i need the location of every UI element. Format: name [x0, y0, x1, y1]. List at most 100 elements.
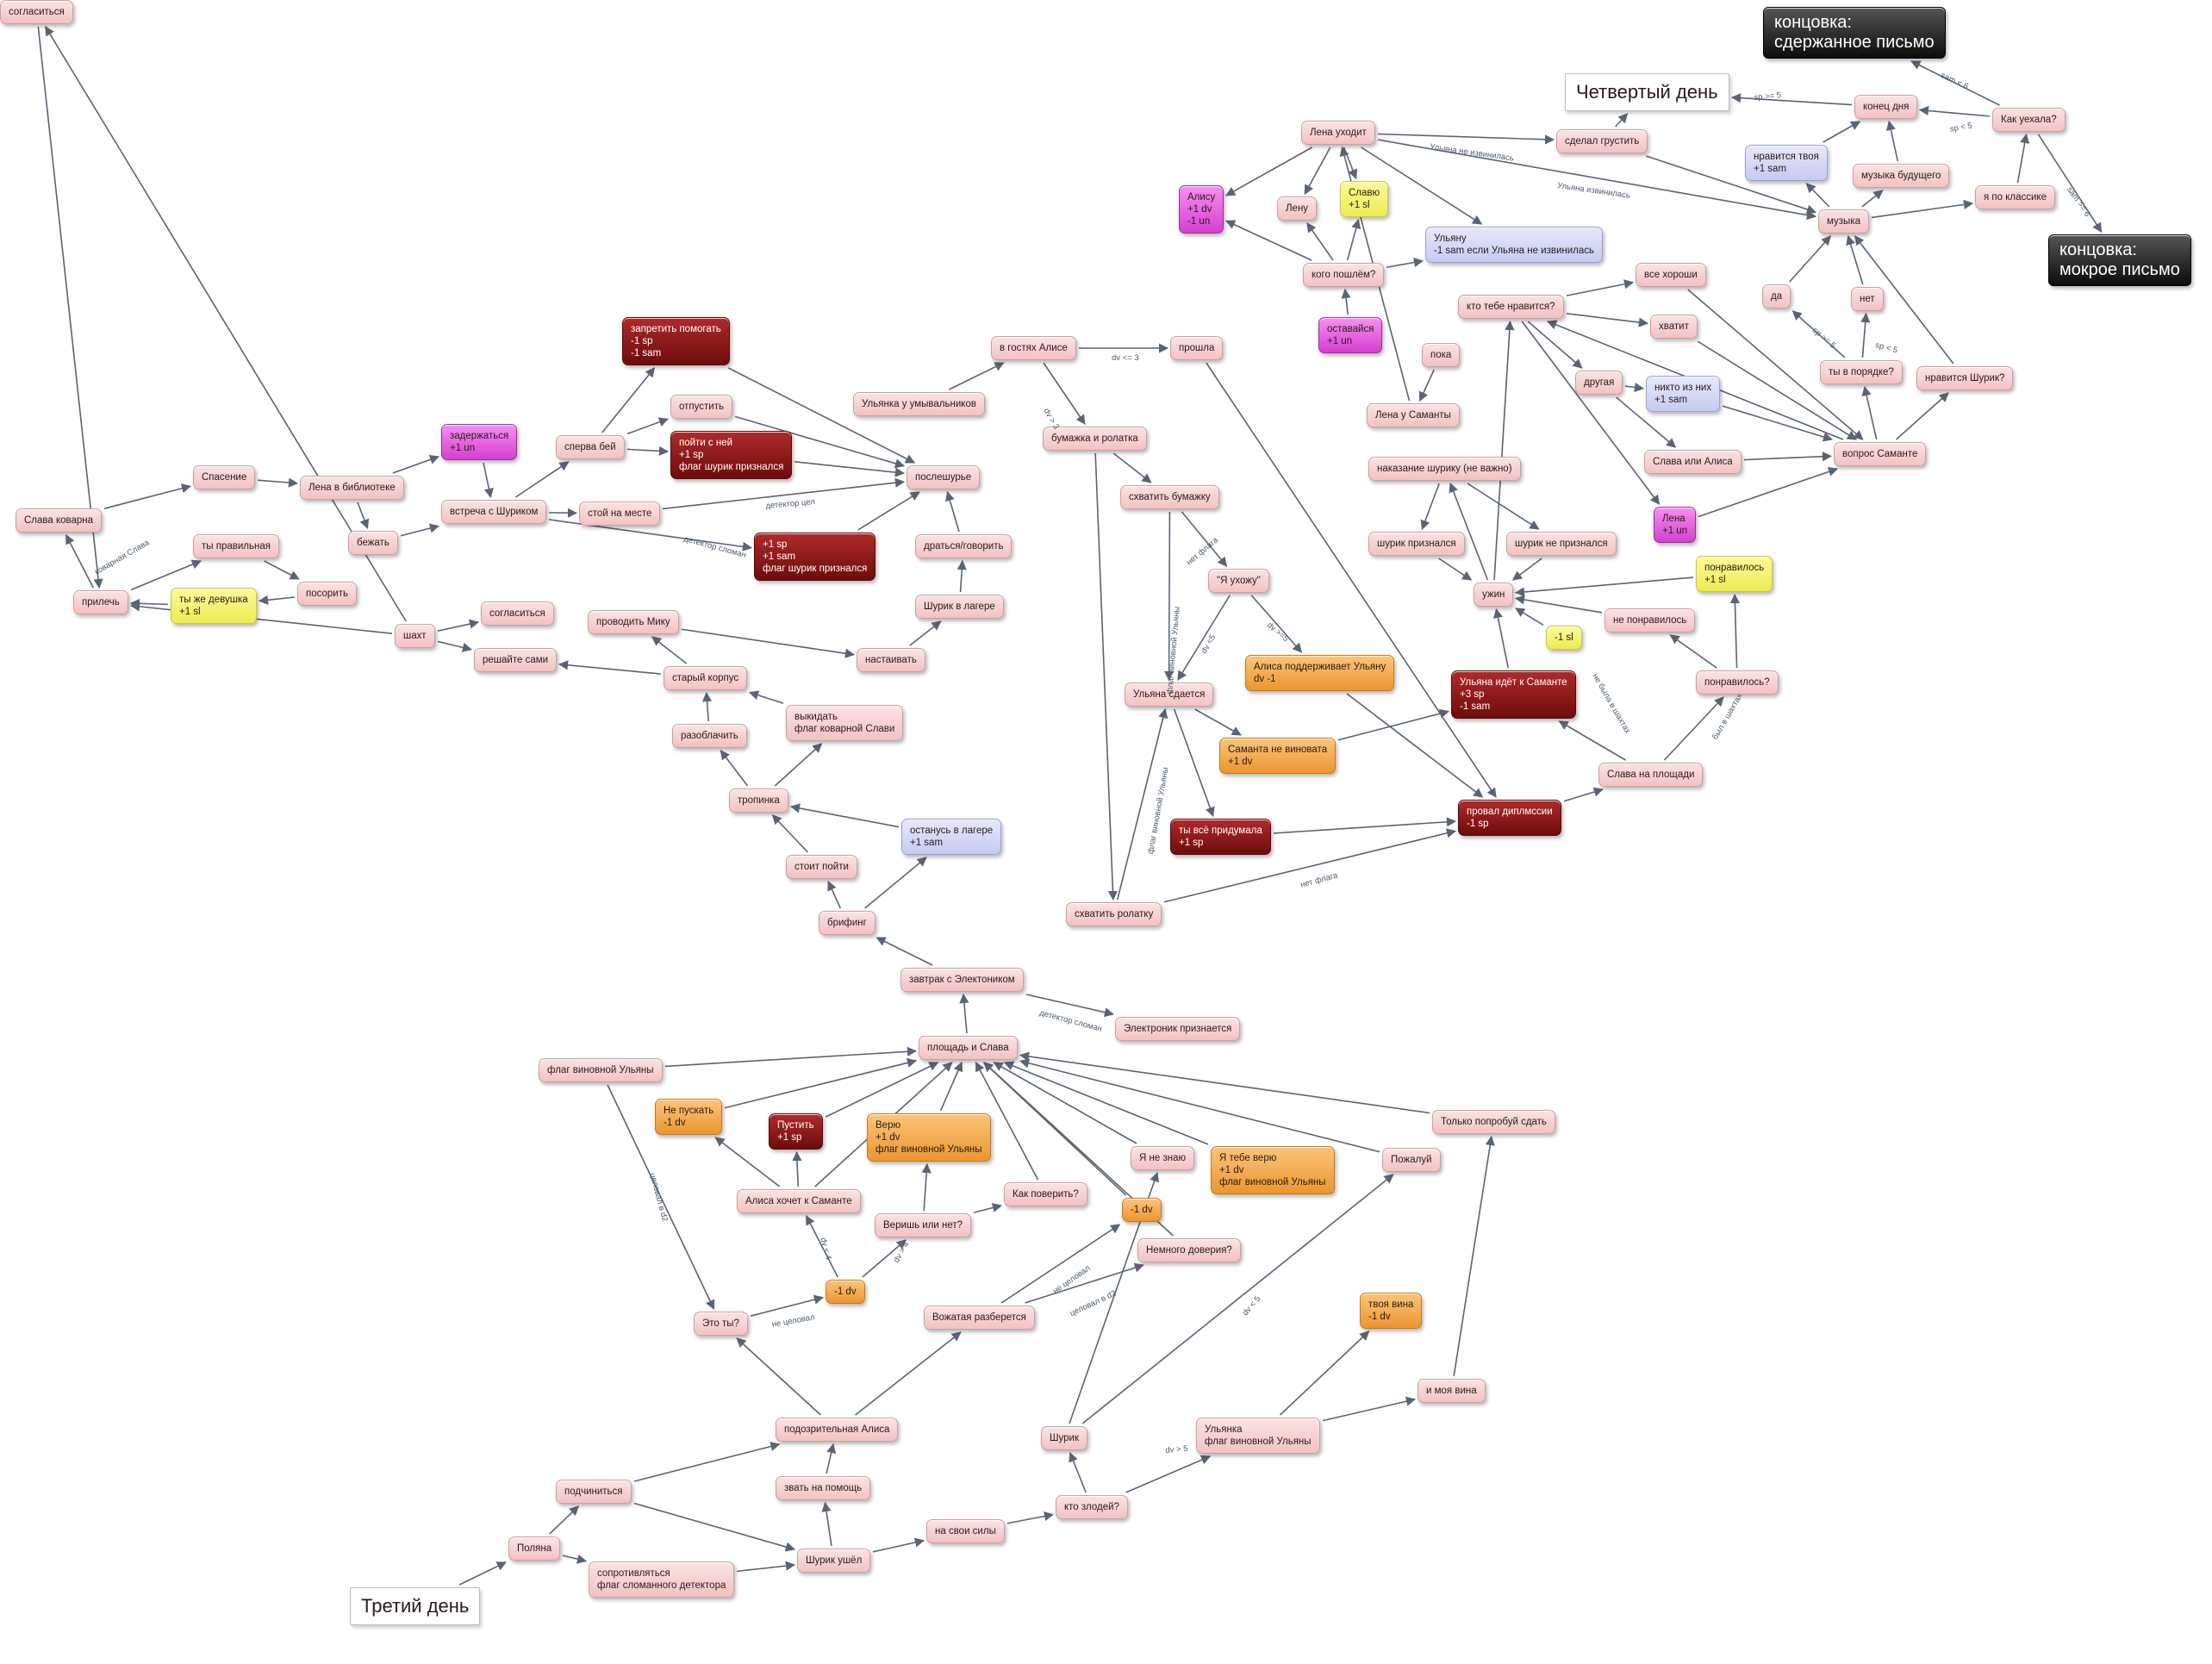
- node-stay-camp: останусь в лагере+1 sam: [901, 819, 1002, 855]
- edge-briefing-to-stay-camp: [864, 857, 927, 909]
- edge-run-to-meet-shurik: [400, 523, 440, 537]
- node-text: Это ты?: [702, 1318, 739, 1329]
- node-text: +1 sam: [763, 552, 796, 562]
- node-dinner: ужин: [1474, 583, 1514, 607]
- edge-agree2-to-come-on: [37, 26, 103, 589]
- node-how-left: Как уехала?: [1992, 108, 2066, 132]
- edge-briefing-to-worth-go: [827, 880, 842, 909]
- edge-stand-to-after-shurik: [662, 477, 906, 510]
- edge-first-hit-to-go-with-her: [626, 446, 670, 456]
- edge-who-villain-to-ulyanka-flag: [1125, 1455, 1212, 1493]
- edge-alisa-wants-to-dont-let: [714, 1137, 781, 1187]
- node-text: понравилось: [1704, 563, 1765, 573]
- node-text: Лена: [1662, 514, 1685, 524]
- node-none: никто из них+1 sam: [1646, 376, 1721, 412]
- node-text: да: [1771, 291, 1783, 302]
- edge-slava-square-to-liked-q: [1663, 696, 1724, 761]
- node-text: останусь в лагере: [910, 826, 994, 836]
- edge-music-to-like-yours: [1805, 183, 1830, 208]
- edge-stay-to-who-go: [1341, 288, 1351, 315]
- edge-how-left-to-end-wet: [2037, 134, 2103, 233]
- edge-shurik-gone-to-own-strength: [872, 1537, 925, 1553]
- node-expose: разоблачить: [672, 724, 747, 748]
- node-counselor: Вожатая разберется: [924, 1306, 1035, 1330]
- edge-all-good-to-question-samanta: [1687, 289, 1864, 440]
- edge-ulyana-gives-up-to-you-made-up: [1173, 708, 1215, 818]
- edge-ulyana-goes-samanta-to-dinner: [1492, 608, 1510, 669]
- node-text: ужин: [1482, 589, 1505, 600]
- node-text: Слава или Алиса: [1653, 457, 1733, 467]
- node-who-like: кто тебе нравится?: [1458, 295, 1564, 319]
- node-old-building: старый корпус: [664, 666, 748, 690]
- node-text: пока: [1430, 350, 1452, 360]
- node-text: площадь и Слава: [927, 1043, 1009, 1053]
- node-text: ты же девушка: [179, 595, 248, 605]
- node-text: флаг виновной Ульяны: [1219, 1177, 1326, 1187]
- node-text: флаг коварной Слави: [794, 724, 895, 734]
- edge-let-go-to-after-shurik: [734, 415, 906, 469]
- node-text: нравится Шурик?: [1925, 373, 2005, 383]
- node-text: шахт: [403, 631, 427, 641]
- edge-come-on-to-you-right: [130, 559, 202, 591]
- node-minus-sl: -1 sl: [1546, 626, 1582, 650]
- node-text: музыка будущего: [1861, 171, 1941, 181]
- edge-net-to-music: [1846, 234, 1864, 285]
- node-call-help: звать на помощь: [776, 1476, 871, 1500]
- edge-dinner-to-punish-shurik: [1449, 482, 1489, 581]
- node-minus-dv-b: -1 dv: [826, 1280, 865, 1304]
- node-text: Лена у Саманты: [1375, 410, 1451, 421]
- node-text: тропинка: [738, 795, 780, 806]
- node-shurik-camp: Шурик в лагере: [915, 595, 1004, 619]
- edge-leaving-to-ulyana-gives-up: [1177, 595, 1231, 681]
- edge-shurik-admitted-to-dinner: [1438, 558, 1473, 581]
- node-slavyu: Славю+1 sl: [1340, 181, 1389, 217]
- edge-friend-to-none: [1624, 382, 1645, 393]
- edge-who-go-to-alisa-top: [1224, 220, 1312, 261]
- node-end-wet: концовка:мокрое письмо: [2048, 234, 2191, 286]
- edge-path-to-expose: [720, 750, 749, 787]
- node-text: драться/говорить: [924, 541, 1004, 552]
- node-you-made-up: ты всё придумала+1 sp: [1170, 819, 1271, 855]
- node-da: да: [1762, 284, 1791, 308]
- edge-liked-q-to-not-liked: [1669, 634, 1717, 669]
- edge-suspicious-alisa-to-is-it-you: [736, 1337, 821, 1416]
- node-text: запретить помогать: [631, 324, 721, 334]
- node-text: +1 un: [1327, 336, 1353, 346]
- edge-believe-or-not-to-believe: [921, 1162, 932, 1212]
- edge-like-yours-to-day-end: [1823, 121, 1861, 143]
- edge-paper-tape-to-grab-paper: [1112, 452, 1152, 483]
- edge-shaht-to-decide-self: [437, 640, 473, 652]
- edge-square-slava-to-breakfast: [959, 993, 969, 1034]
- node-text: Спасение: [202, 472, 247, 483]
- node-made-sad: сделал грустить: [1556, 129, 1648, 153]
- node-text: -1 sp: [1467, 819, 1489, 829]
- node-text: +1 sam: [1754, 164, 1787, 174]
- node-escort-miku: проводить Мику: [588, 610, 679, 634]
- node-text: музыка: [1827, 216, 1861, 227]
- node-text: +1 un: [1662, 526, 1688, 536]
- node-dont-know: Я не знаю: [1131, 1146, 1195, 1170]
- edge-breakfast-to-briefing: [875, 937, 933, 966]
- edge-question-samanta-to-like-shurik: [1895, 392, 1949, 440]
- edge-lena-leaves-to-ulyana-top: [1361, 146, 1483, 225]
- edge-lena-leaves-to-music: [1377, 139, 1817, 221]
- node-please: Пожалуй: [1382, 1148, 1441, 1172]
- node-text: Веришь или нет?: [883, 1220, 963, 1231]
- edge-classic-to-how-left: [2016, 133, 2030, 184]
- edge-liked-q-to-liked: [1729, 593, 1741, 669]
- edge-how-left-to-day-end: [1918, 105, 1991, 117]
- node-is-it-you: Это ты?: [694, 1312, 748, 1336]
- node-let-go: отпустить: [670, 395, 732, 419]
- edge-grab-paper-to-leaving: [1181, 511, 1228, 567]
- edge-day-end-to-fourth-day: [1730, 93, 1853, 106]
- node-text: +1 sl: [1349, 200, 1370, 210]
- node-text: +1 sl: [1704, 575, 1726, 585]
- node-not-liked: не понравилось: [1604, 608, 1696, 633]
- edge-slava-square-to-ulyana-goes-samanta: [1558, 720, 1626, 761]
- node-ulyana-top: Ульяну-1 sam если Ульяна не извинилась: [1425, 227, 1604, 263]
- edge-forbid-help-to-after-shurik: [727, 367, 916, 464]
- node-lena-small: Лена +1 un: [1654, 507, 1697, 543]
- node-lena-leaves: Лена уходит: [1301, 121, 1375, 145]
